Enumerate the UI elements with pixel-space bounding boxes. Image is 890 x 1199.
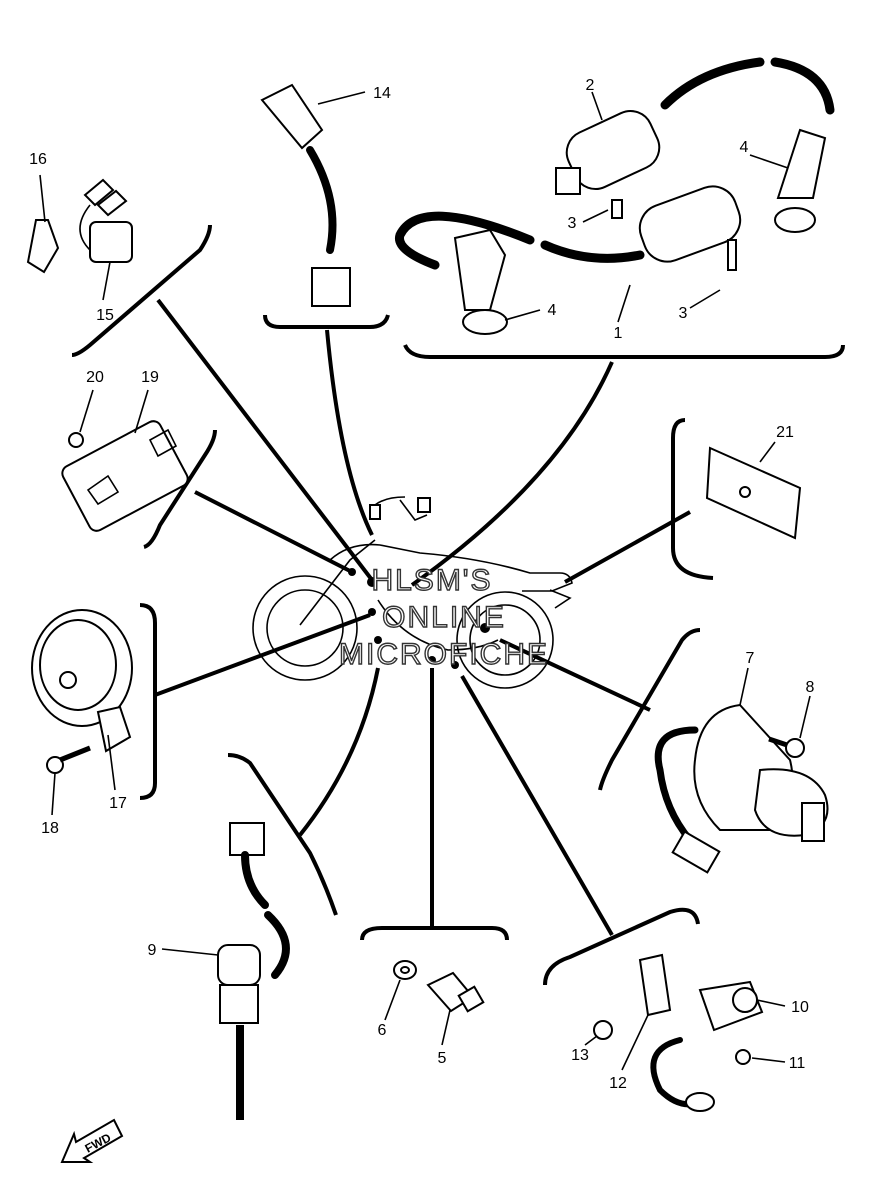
bracket-neutral-switch [263,314,390,329]
reflector-19 [61,420,189,532]
leader-horn [154,613,371,697]
bracket-12 [638,953,672,1017]
callout-16: 16 [29,151,47,168]
bracket-ignition-coils [403,344,845,359]
callout-7: 7 [746,650,755,667]
callout-10: 10 [791,999,809,1016]
motorcycle-outline [252,496,573,689]
bracket-horn [139,603,157,800]
handlebar [374,496,428,521]
leader-rear-reflector [564,510,691,584]
bracket-main-switch [598,628,701,791]
bracket-neutral-sensor [227,753,338,916]
leader-neutral-sensor [298,667,380,837]
leader-reflector [194,490,353,574]
engine-outline [377,599,499,651]
callout-19: 19 [141,369,159,386]
bracket-16 [26,219,60,274]
main-switch-7 [654,703,829,874]
leader-relay [156,298,374,582]
bracket-thermo-switch [360,926,509,941]
callout-18: 18 [41,820,59,837]
watermark-line-3: MICROFICHE [339,638,549,671]
ignition-coil-lower [394,185,742,335]
switch-10 [593,953,764,1112]
bracket-brake-switch [543,907,700,986]
bracket-rear-reflector [671,418,714,580]
bolt-8 [768,736,805,758]
bracket-relay [71,224,212,357]
switch-14 [260,83,351,307]
group-leaders [154,298,691,937]
callout-3-lower: 3 [679,305,688,322]
frame-top [329,543,573,592]
callout-1: 1 [614,325,623,342]
watermark-line-2: ONLINE [382,601,506,634]
callout-21: 21 [776,424,794,441]
callout-17: 17 [109,795,127,812]
leader-neutral-switch [325,329,374,536]
watermark-line-1: HLSM'S [371,564,492,597]
callout-14: 14 [373,85,391,102]
front-wheel [252,575,358,681]
callout-12: 12 [609,1075,627,1092]
callout-13: 13 [571,1047,589,1064]
callout-3-upper: 3 [568,215,577,232]
sensor-9 [217,822,290,1120]
callout-6: 6 [378,1022,387,1039]
washer-6 [393,960,417,980]
callout-20: 20 [86,369,104,386]
leader-main-switch [499,638,651,712]
callout-2: 2 [586,77,595,94]
callout-4-upper: 4 [740,139,749,156]
leader-coils [410,361,614,587]
callout-9: 9 [148,942,157,959]
front-fork [299,539,376,626]
group-brackets [71,224,845,986]
callout-4-lower: 4 [548,302,557,319]
bolt-11 [735,1049,751,1065]
callout-8: 8 [806,679,815,696]
bracket-reflector [143,429,217,549]
ignition-coil-upper [555,57,835,233]
callout-labels: 2 4 3 3 4 1 14 16 15 20 19 21 7 8 17 18 … [29,77,814,1092]
callout-5: 5 [438,1050,447,1067]
callout-15: 15 [96,307,114,324]
horn-17 [31,609,133,753]
rear-wheel [456,591,554,689]
callout-11: 11 [789,1055,806,1072]
leader-brake [460,674,614,937]
switch-5 [426,971,485,1013]
bolt-18 [46,745,91,774]
relay-15 [26,178,133,274]
fwd-arrow-icon: FWD [60,1118,124,1163]
reflector-21 [705,446,802,540]
watermark: HLSM'S ONLINE MICROFICHE [338,563,549,671]
bolt-13 [593,1020,613,1040]
callout-leaders [39,91,811,1071]
